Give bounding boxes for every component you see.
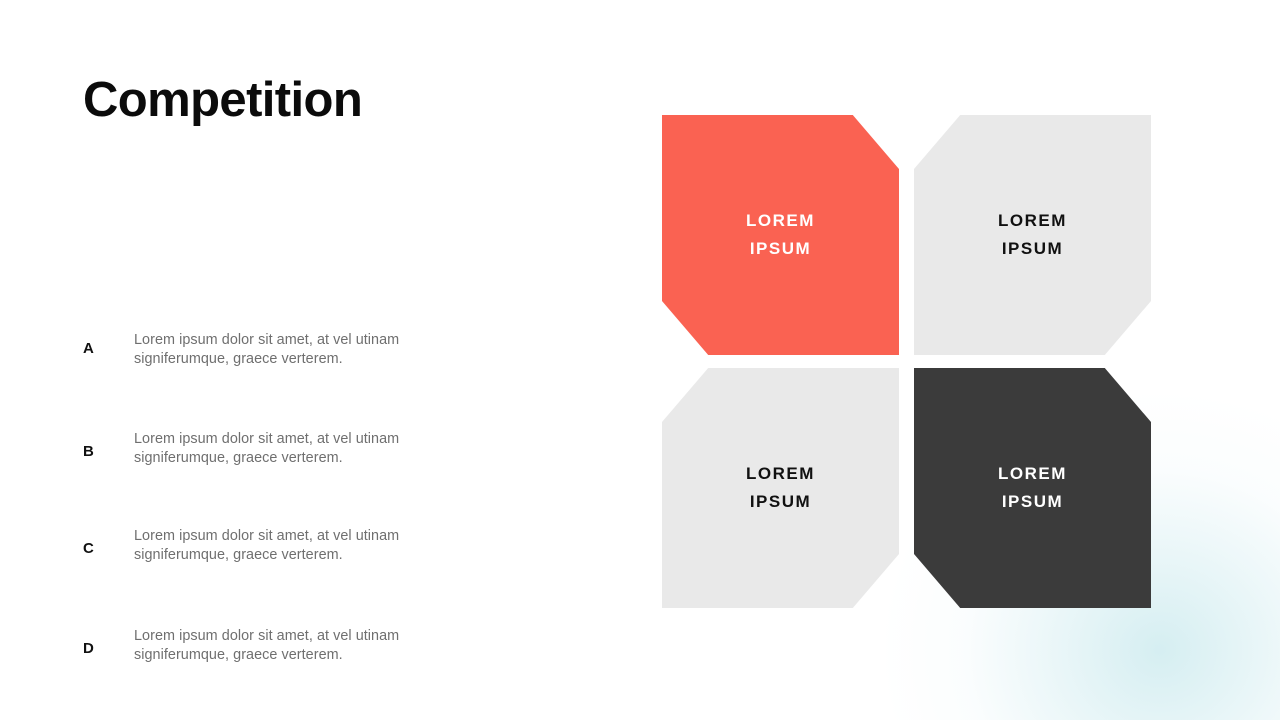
- list-item[interactable]: B Lorem ipsum dolor sit amet, at vel uti…: [83, 402, 563, 501]
- tile-shape-top-left: [662, 115, 899, 355]
- left-content-column: Competition A Lorem ipsum dolor sit amet…: [83, 73, 563, 663]
- tile-label-top-left: LOREM IPSUM: [746, 210, 815, 259]
- tile-shape-top-right: [914, 115, 1151, 355]
- list-item[interactable]: C Lorem ipsum dolor sit amet, at vel uti…: [83, 501, 563, 600]
- tile-top-right[interactable]: LOREM IPSUM: [914, 115, 1151, 355]
- list-item-text: Lorem ipsum dolor sit amet, at vel utina…: [134, 628, 400, 663]
- tile-label-top-right: LOREM IPSUM: [998, 210, 1067, 259]
- list-item-key: A: [83, 340, 95, 357]
- list-item[interactable]: D Lorem ipsum dolor sit amet, at vel uti…: [83, 600, 563, 699]
- list-item-key: D: [83, 640, 95, 657]
- page-title: Competition: [83, 73, 363, 127]
- tile-top-left[interactable]: LOREM IPSUM: [662, 115, 899, 355]
- list-item-key: C: [83, 540, 95, 557]
- list-item-key: B: [83, 443, 95, 460]
- list-item-text: Lorem ipsum dolor sit amet, at vel utina…: [134, 332, 400, 367]
- tile-bottom-left[interactable]: LOREM IPSUM: [662, 368, 899, 608]
- list-item-text: Lorem ipsum dolor sit amet, at vel utina…: [134, 528, 400, 563]
- tile-shape-bottom-right: [914, 368, 1151, 608]
- tile-shape-bottom-left: [662, 368, 899, 608]
- tile-label-bottom-right: LOREM IPSUM: [998, 463, 1067, 512]
- tile-bottom-right[interactable]: LOREM IPSUM: [914, 368, 1151, 608]
- bullet-list: A Lorem ipsum dolor sit amet, at vel uti…: [83, 303, 563, 699]
- list-item[interactable]: A Lorem ipsum dolor sit amet, at vel uti…: [83, 303, 563, 402]
- list-item-text: Lorem ipsum dolor sit amet, at vel utina…: [134, 431, 400, 466]
- quadrant-tile-grid: LOREM IPSUM LOREM IPSUM LOREM IPSUM LORE…: [662, 115, 1155, 608]
- tile-label-bottom-left: LOREM IPSUM: [746, 463, 815, 512]
